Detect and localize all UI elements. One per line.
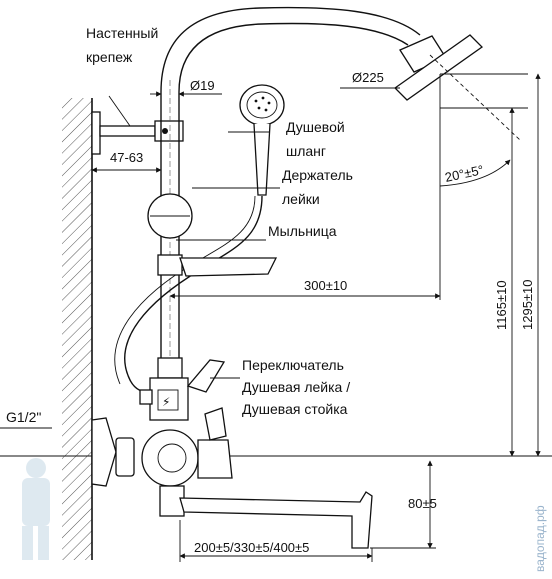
head-angle-label: 20°±5° (444, 162, 485, 185)
hand-shower (239, 84, 285, 196)
height-1-label: 1165±10 (494, 280, 509, 330)
wall-mount-label-line2: крепеж (86, 49, 133, 65)
shower-hose-label-line2: шланг (286, 143, 326, 159)
holder-label-line2: лейки (282, 191, 320, 207)
hand-shower-holder (147, 193, 193, 239)
shower-hose-label-line1: Душевой (286, 119, 345, 135)
wall-mount-label-line1: Настенный (86, 25, 158, 41)
wall-mount-bracket (91, 95, 184, 155)
svg-text:⚡: ⚡ (162, 395, 170, 409)
mixer-body (91, 407, 233, 517)
switch-label-line1: Переключатель (242, 357, 344, 373)
spout-height-label: 80±5 (408, 496, 437, 511)
bar-diameter-label: Ø19 (190, 78, 215, 93)
height-2-label: 1295±10 (520, 279, 535, 330)
wall (62, 98, 93, 560)
watermark-text: вадопад.рф (533, 505, 547, 572)
switch-label-line2: Душевая лейка / (242, 379, 350, 395)
thread-marker (0, 427, 92, 457)
holder-label-line1: Держатель (282, 167, 353, 183)
wall-offset-label: 47-63 (110, 150, 143, 165)
shower-head (393, 34, 521, 141)
soap-dish-label: Мыльница (268, 223, 337, 239)
switch-label-line3: Душевая стойка (242, 401, 348, 417)
head-diameter-label: Ø225 (352, 70, 384, 85)
soap-dish (157, 254, 278, 277)
dimension-lines (91, 73, 552, 562)
labels: Настенный крепеж Ø19 Ø225 47-63 Душевой … (6, 25, 547, 572)
diverter-body: ⚡ (139, 357, 226, 421)
spout-lengths-label: 200±5/330±5/400±5 (194, 540, 309, 555)
thread-label: G1/2" (6, 409, 41, 425)
spout (179, 491, 373, 549)
plumber-watermark (22, 458, 50, 560)
soap-dish-reach-label: 300±10 (304, 278, 347, 293)
